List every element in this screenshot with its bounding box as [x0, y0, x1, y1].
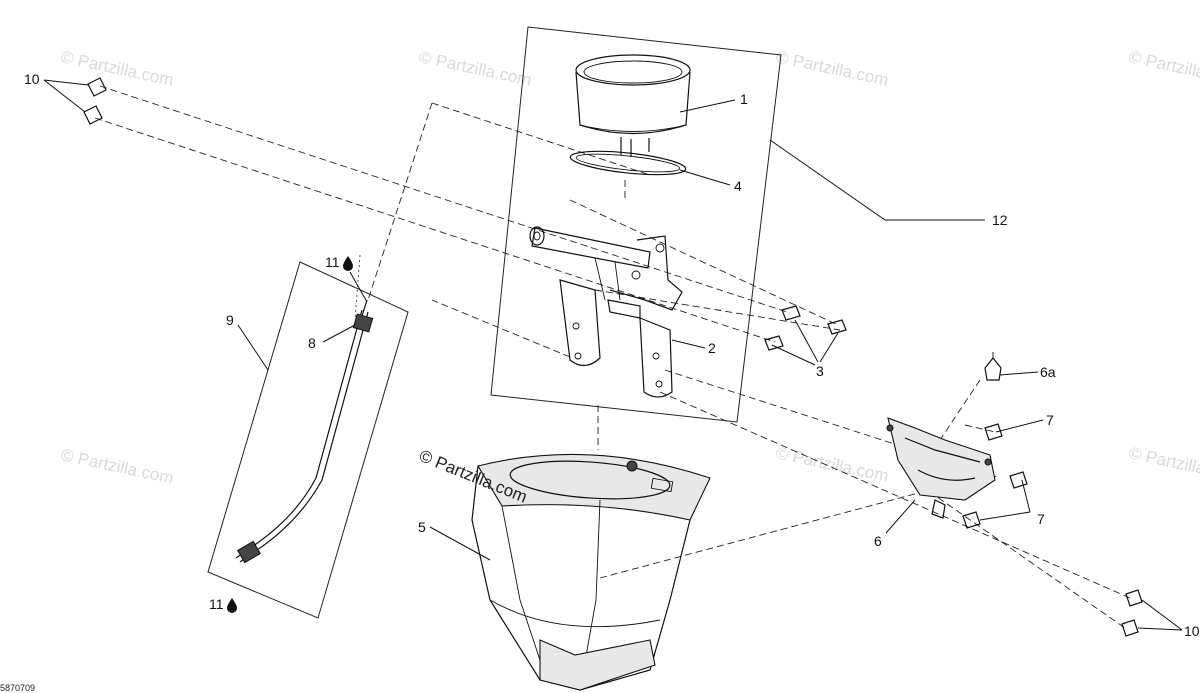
- screw-part-10[interactable]: [83, 77, 1143, 637]
- screw-part-7[interactable]: [962, 423, 1028, 529]
- leader-lines: [43, 79, 1183, 631]
- watermark-layer: © Partzilla.com © Partzilla.com © Partzi…: [59, 47, 1200, 487]
- callout-labels: 1 2 3 4 5 6 6a 7 7 8 9 10 10 11 11 12: [24, 71, 1200, 639]
- alignment-lines: [94, 85, 1131, 629]
- cable-frame-9: [207, 261, 409, 619]
- callout-10-left: 10: [24, 71, 40, 87]
- watermark-text: © Partzilla.com: [417, 47, 533, 89]
- callout-6: 6: [874, 533, 882, 549]
- drop-icon: [343, 256, 353, 271]
- callout-8: 8: [308, 335, 316, 351]
- callout-9: 9: [226, 312, 234, 328]
- callout-5: 5: [418, 519, 426, 535]
- watermark-text: © Partzilla.com: [774, 47, 890, 89]
- callout-10-right: 10: [1184, 623, 1200, 639]
- mount-part-6[interactable]: [886, 417, 996, 519]
- drawing-code: 5870709: [0, 683, 35, 693]
- gasket-part-4[interactable]: [569, 147, 687, 179]
- cover-part-5[interactable]: [471, 453, 711, 691]
- callout-4: 4: [734, 178, 742, 194]
- bracket-part-2[interactable]: [529, 226, 683, 398]
- screw-part-3[interactable]: [764, 305, 847, 351]
- bulb-part-6a[interactable]: [984, 352, 1002, 381]
- callout-11-upper: 11: [325, 254, 340, 270]
- watermark-text: © Partzilla.com: [59, 445, 175, 487]
- callout-7-upper: 7: [1046, 412, 1054, 428]
- callout-2: 2: [708, 340, 716, 356]
- callout-3: 3: [816, 363, 824, 379]
- watermark-text: © Partzilla.com: [1127, 47, 1200, 89]
- callout-1: 1: [740, 91, 748, 107]
- gauge-part-1[interactable]: [575, 54, 691, 157]
- drop-icon: [227, 598, 237, 613]
- assembly-frame-12: [490, 26, 782, 423]
- watermark-text: © Partzilla.com: [1127, 443, 1200, 485]
- callout-11-lower: 11: [209, 596, 224, 612]
- callout-7-lower: 7: [1037, 511, 1045, 527]
- cable-part-9[interactable]: [235, 299, 374, 564]
- callout-12: 12: [992, 212, 1008, 228]
- callout-6a: 6a: [1040, 364, 1056, 380]
